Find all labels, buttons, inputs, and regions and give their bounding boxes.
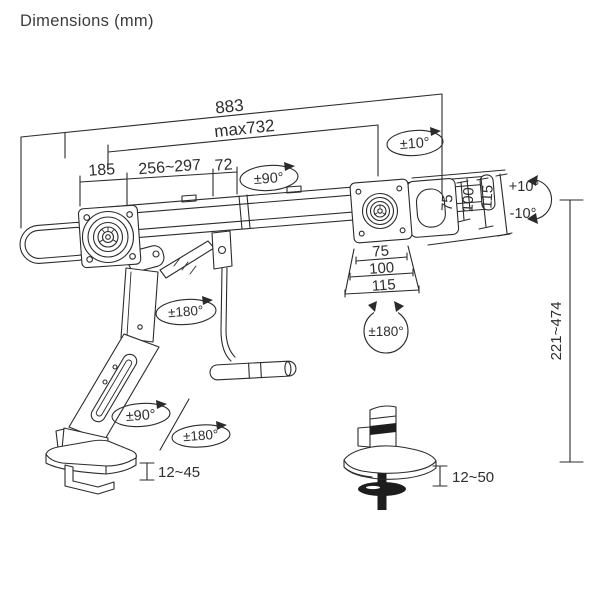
dim-overall-width: 883 — [20, 93, 443, 229]
angle-crossbar-swivel-label: ±90° — [253, 170, 284, 188]
dim-head-width-label: 185 — [88, 161, 116, 180]
arm-body — [68, 333, 160, 442]
dim-vesa-75-v: 75 — [439, 194, 457, 212]
dim-height-range: 221~474 — [548, 199, 584, 463]
pole-tab — [357, 426, 371, 448]
grommet-base-top — [343, 445, 437, 474]
upper-link — [120, 267, 159, 343]
bar-clip-tab — [181, 194, 197, 203]
tilt-arrow-down — [527, 213, 538, 224]
spring-hatch — [173, 257, 197, 275]
arm-hole — [102, 379, 108, 385]
angle-base-rotate: ±180° — [171, 421, 231, 448]
dim-height-range-label: 221~474 — [548, 302, 565, 361]
dim-grommet-thickness-label: 12~50 — [452, 469, 494, 486]
angle-base-swivel-label: ±90° — [125, 407, 156, 425]
joint-strut — [159, 240, 215, 279]
bracket-slot — [415, 188, 446, 228]
handle-bar — [209, 360, 297, 381]
rotation-arrow — [394, 301, 404, 312]
angle-arm-swivel: ±180° — [155, 296, 217, 326]
desk-clamp — [45, 427, 137, 495]
dim-vesa-115-v: 115 — [478, 184, 496, 209]
page-title: Dimensions (mm) — [20, 12, 154, 30]
screw-hole — [399, 227, 406, 234]
gas-spring-arm — [68, 230, 233, 442]
arm-slot — [90, 353, 138, 423]
clamp-top-face — [45, 439, 137, 467]
angle-tilt: +10° -10° — [509, 175, 553, 224]
tilt-arrow-up — [527, 175, 538, 186]
dim-arm-reach-label: 256~297 — [138, 157, 202, 178]
bar-clip-tab — [286, 185, 302, 194]
dim-max-width-label: max732 — [213, 116, 275, 141]
angle-vesa-rotate: ±180° — [363, 301, 409, 354]
screw-hole — [129, 253, 136, 260]
quick-release-mount — [361, 192, 399, 230]
dim-link-label: 72 — [214, 156, 233, 174]
right-vesa-plate — [349, 178, 460, 244]
angle-base-rotate-label: ±180° — [183, 427, 219, 444]
dim-head-and-reach: 185 256~297 72 — [79, 156, 238, 207]
screw-hole — [396, 185, 403, 192]
dim-vesa-horizontal: 75 100 115 — [344, 242, 420, 298]
screw-hole — [358, 230, 365, 237]
grommet-washer — [358, 482, 406, 496]
screw — [137, 324, 143, 330]
clamp-jaw — [64, 464, 115, 495]
dim-vesa-vertical: 75 100 115 — [411, 169, 513, 246]
bar-link — [211, 230, 233, 270]
angle-head-swivel: ±10° — [386, 127, 444, 157]
dim-vesa-75-h: 75 — [372, 242, 390, 260]
rotation-arrow — [284, 162, 295, 171]
rotation-arrow — [430, 127, 441, 136]
angle-crossbar-swivel: ±90° — [239, 162, 299, 192]
angle-head-swivel-label: ±10° — [399, 135, 430, 153]
dim-grommet-thickness: 12~50 — [432, 465, 494, 487]
screw-hole — [86, 256, 94, 263]
dim-clamp-thickness: 12~45 — [139, 462, 200, 481]
rotation-arrow — [156, 400, 167, 409]
dim-clamp-thickness-label: 12~45 — [158, 464, 200, 481]
dim-max-width: max732 — [107, 116, 379, 177]
divider-slash — [159, 398, 190, 451]
angle-tilt-down-label: -10° — [510, 206, 537, 222]
rotation-arrow — [368, 301, 377, 312]
grommet-mount — [343, 405, 437, 510]
rotation-arrow — [202, 296, 213, 305]
arm-end-capsule — [19, 221, 97, 264]
arm-hole — [112, 364, 118, 370]
left-vesa-plate — [77, 204, 142, 269]
screw-hole — [83, 214, 91, 221]
dim-vesa-115-h: 115 — [371, 276, 396, 295]
angle-base-swivel: ±90° — [111, 398, 190, 451]
crank-handle — [209, 267, 297, 381]
angle-tilt-up-label: +10° — [509, 179, 539, 195]
angle-vesa-rotate-label: ±180° — [368, 324, 403, 339]
angle-arm-swivel-label: ±180° — [168, 303, 204, 320]
dim-vesa-100-h: 100 — [369, 259, 395, 278]
pole-ring — [370, 423, 396, 435]
dim-vesa-100-v: 100 — [459, 187, 477, 213]
dim-overall-width-label: 883 — [214, 96, 244, 118]
screw-hole — [126, 211, 133, 218]
screw-hole — [355, 188, 362, 195]
quick-release-mount — [81, 210, 135, 264]
rotation-arrow — [216, 421, 227, 430]
